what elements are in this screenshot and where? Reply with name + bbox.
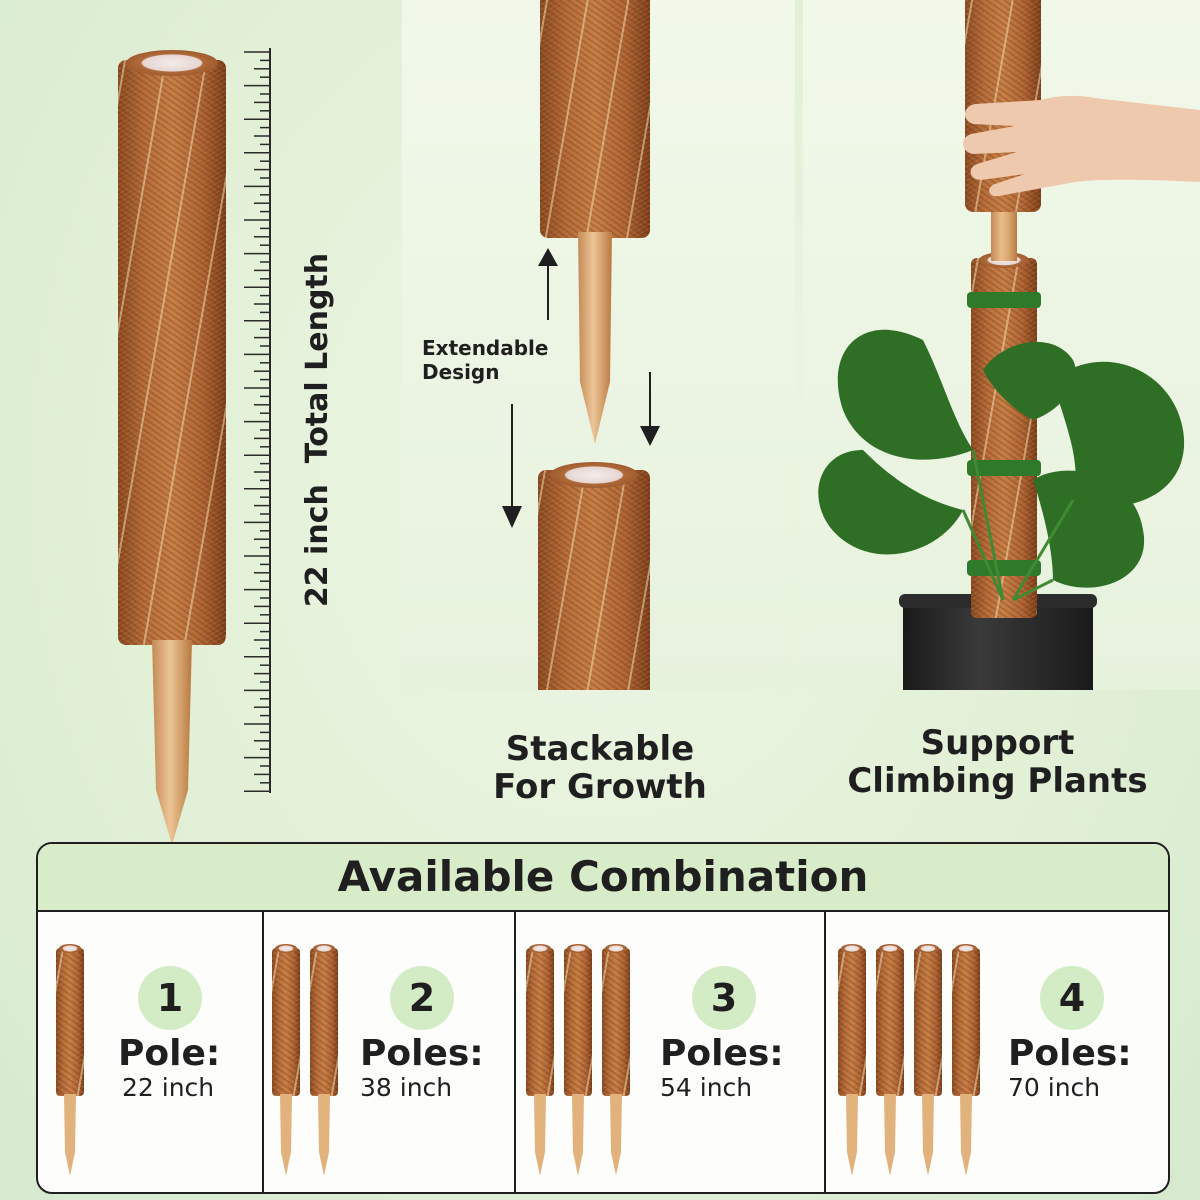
ruler xyxy=(244,48,271,793)
stackable-caption: Stackable For Growth xyxy=(493,729,707,807)
lower-pipe-top xyxy=(550,462,638,488)
combination-table: Available Combination 1 Pole: 22 inch 2 … xyxy=(36,842,1170,1194)
option-number-circle: 1 xyxy=(138,966,202,1030)
mini-pole-icon xyxy=(838,944,866,1178)
cell-divider xyxy=(262,910,264,1192)
option-length: 54 inch xyxy=(660,1073,753,1102)
hand-icon xyxy=(962,95,1200,197)
monstera-plant-icon xyxy=(818,329,1185,602)
pipe-top xyxy=(126,50,218,76)
mini-pole-icon xyxy=(272,944,300,1178)
mini-pole-icon xyxy=(914,944,942,1178)
velcro-strap xyxy=(967,460,1041,476)
option-number-circle: 4 xyxy=(1040,966,1104,1030)
lower-coir-pole xyxy=(971,258,1037,618)
coir-sleeve xyxy=(118,60,226,645)
option-pole-word: Poles: xyxy=(1008,1033,1132,1074)
velcro-strap xyxy=(967,292,1041,308)
extendable-design-label: Extendable Design xyxy=(422,336,549,384)
mini-pole-icon xyxy=(564,944,592,1178)
mini-pole-icon xyxy=(526,944,554,1178)
total-length-label: 22 inch Total Length xyxy=(298,240,338,620)
mini-pole-icon xyxy=(876,944,904,1178)
cell-divider xyxy=(514,910,516,1192)
option-length: 38 inch xyxy=(360,1073,453,1102)
upper-coir-sleeve xyxy=(540,0,650,238)
single-pole xyxy=(118,50,226,845)
option-length: 22 inch xyxy=(122,1073,215,1102)
mini-pole-icon xyxy=(952,944,980,1178)
plant-photo-panel xyxy=(803,0,1200,690)
mini-pole-icon xyxy=(602,944,630,1178)
option-pole-word: Pole: xyxy=(118,1033,221,1074)
combo-option-1: 1 Pole: 22 inch xyxy=(38,912,262,1192)
combination-title: Available Combination xyxy=(38,844,1168,912)
upper-wooden-stake xyxy=(578,232,612,444)
mini-pole-icon xyxy=(310,944,338,1178)
arrow-down-long-icon xyxy=(502,404,522,528)
combo-option-4: 4 Poles: 70 inch xyxy=(826,912,1168,1192)
connector-stake xyxy=(991,205,1017,261)
lower-coir-sleeve xyxy=(538,470,650,690)
wooden-stake xyxy=(152,640,192,845)
support-caption: Support Climbing Plants xyxy=(847,723,1148,801)
option-length: 70 inch xyxy=(1008,1073,1101,1102)
arrow-down-icon xyxy=(640,372,660,446)
combo-option-2: 2 Poles: 38 inch xyxy=(264,912,514,1192)
option-number-circle: 3 xyxy=(692,966,756,1030)
stack-photo-panel: Extendable Design xyxy=(402,0,795,690)
option-pole-word: Poles: xyxy=(660,1033,784,1074)
option-pole-word: Poles: xyxy=(360,1033,484,1074)
length-label-text: 22 inch Total Length xyxy=(300,252,335,608)
arrow-up-icon xyxy=(538,248,558,320)
option-number-circle: 2 xyxy=(390,966,454,1030)
cell-divider xyxy=(824,910,826,1192)
combo-option-3: 3 Poles: 54 inch xyxy=(516,912,824,1192)
mini-pole-icon xyxy=(56,944,84,1178)
